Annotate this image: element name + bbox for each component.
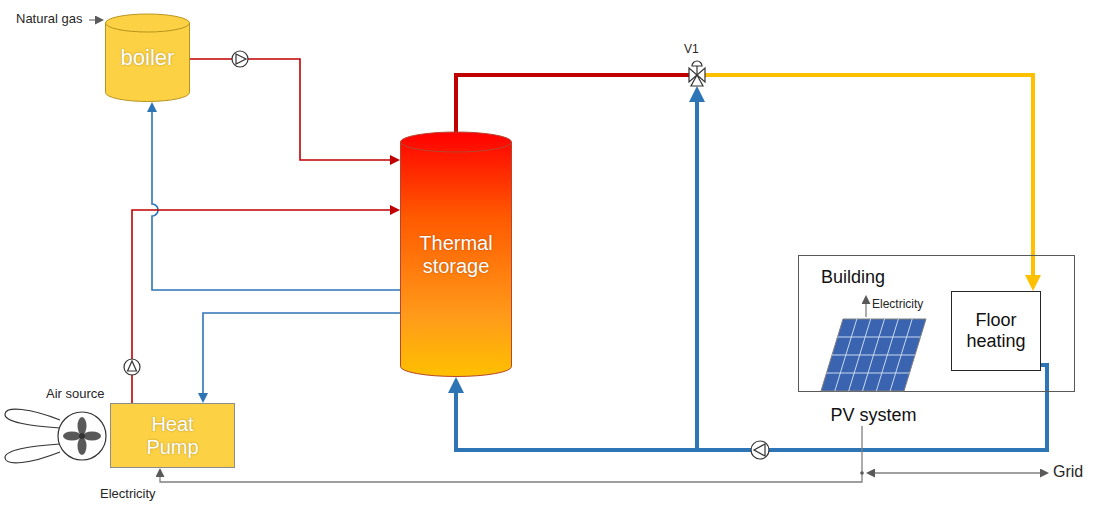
pump-triangle: [236, 54, 246, 64]
fan-blade: [83, 432, 101, 441]
return-pump: [751, 441, 769, 459]
panel-cell-line: [832, 355, 915, 356]
pipe-segment: [152, 110, 400, 290]
pump-triangle: [754, 444, 765, 456]
heat-pump-box: Heat Pump: [110, 403, 235, 468]
junction-dot: [860, 471, 864, 475]
pv-label: PV system: [830, 405, 916, 426]
electricity-label: Electricity: [100, 487, 156, 502]
boiler-label: boiler: [121, 45, 175, 70]
pipe-segment: [132, 210, 392, 403]
fan-blade: [63, 432, 81, 441]
pipe-connector: [190, 59, 392, 160]
pump-body: [124, 359, 140, 375]
pipe-segment: [456, 365, 1047, 450]
pipe-connector: [456, 365, 1047, 450]
building-label: Building: [821, 267, 885, 288]
cylinder-body: [401, 132, 512, 377]
pipe-segment: [456, 75, 689, 132]
building-frame: BuildingPV systemFloor heating: [798, 255, 1075, 392]
pv-panel: PV system: [821, 319, 926, 426]
air-source-fan: [5, 409, 106, 463]
panel-cell-line: [838, 337, 921, 338]
valve-part: [691, 75, 703, 86]
gas-label: Natural gas: [16, 12, 82, 27]
boiler-pump: [232, 51, 248, 67]
pipe-connector: [456, 75, 1033, 278]
storage-label: Thermal storage: [406, 232, 506, 278]
electricity-arrow: [865, 302, 866, 317]
pump-body: [751, 441, 769, 459]
pipe-connector: [203, 313, 400, 395]
heat-pump-pump: [124, 359, 140, 375]
storage-tank: Thermal storage: [400, 132, 512, 377]
pipe-segment: [160, 426, 862, 482]
pipe-connector: [152, 110, 400, 290]
cylinder-rim: [401, 142, 512, 152]
pump-body: [232, 51, 248, 67]
air-coil: [5, 409, 60, 463]
connector-group: [132, 59, 1047, 482]
fan-blades: [63, 417, 101, 455]
panel-body: [821, 319, 926, 391]
valve-actuator: [692, 61, 702, 66]
pipe-connector: [160, 426, 862, 482]
boiler-cylinder: boiler: [105, 14, 190, 102]
electricity-label: Electricity: [872, 298, 923, 312]
air-source-label: Air source: [46, 387, 105, 402]
panel-cell-line: [827, 373, 910, 374]
cylinder-rim: [106, 23, 190, 32]
pipe-segment: [190, 59, 392, 160]
fan-blade: [78, 437, 87, 455]
three-way-valve: [689, 61, 705, 86]
floor-heating-box: Floor heating: [951, 291, 1041, 371]
pipe-segment: [705, 75, 1033, 278]
valve-stem: [696, 66, 697, 75]
gas-inlet-arrow: [89, 19, 97, 20]
pipe-segment: [203, 313, 400, 395]
valve-label: V1: [684, 43, 699, 57]
grid-label: Grid: [1053, 463, 1083, 481]
fan-hub: [79, 433, 85, 439]
fan-blade: [78, 417, 87, 435]
pump-triangle: [128, 361, 137, 371]
bypass-pipe: [695, 99, 699, 450]
floor-heating-label: Floor heating: [959, 310, 1033, 351]
solar-panel: [821, 319, 926, 391]
heat-pump-label: Heat Pump: [141, 413, 205, 459]
pipe-connector: [132, 210, 392, 403]
cylinder-body: [106, 14, 190, 102]
grid-arrow: [873, 472, 1042, 473]
fan-housing: [58, 412, 106, 460]
